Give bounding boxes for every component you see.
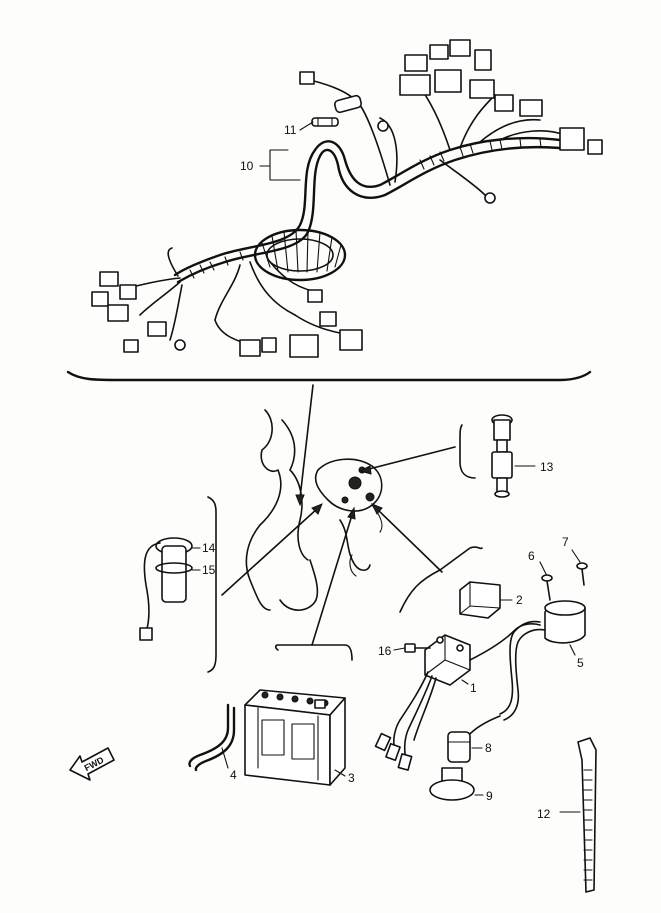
harness-connectors xyxy=(91,39,603,358)
callout-3: 3 xyxy=(348,771,355,785)
bolt-part-16 xyxy=(393,643,431,653)
callout-labels: 1 2 3 4 5 6 7 8 9 10 11 12 13 14 15 16 xyxy=(202,123,584,821)
callout-13: 13 xyxy=(540,460,554,474)
callout-14: 14 xyxy=(202,541,216,555)
callout-6: 6 xyxy=(528,549,535,563)
plug-cap-part-8 xyxy=(447,715,501,763)
callout-8: 8 xyxy=(485,741,492,755)
callout-4: 4 xyxy=(230,768,237,782)
battery-part-3 xyxy=(244,689,346,786)
relay-part-2 xyxy=(459,581,513,619)
callout-9: 9 xyxy=(486,789,493,803)
fuse-leader-line xyxy=(299,121,314,131)
callout-7: 7 xyxy=(562,535,569,549)
assembly-pointer-lines xyxy=(221,384,456,646)
callout-11: 11 xyxy=(284,123,297,137)
solenoid-part-5 xyxy=(499,600,586,721)
sensor-part-14-15 xyxy=(139,537,201,641)
callout-12: 12 xyxy=(537,807,551,821)
battery-cells xyxy=(261,691,329,709)
relay-part-13 xyxy=(491,414,536,498)
ignition-coil-part-1 xyxy=(374,623,541,771)
forward-direction-arrow: FWD xyxy=(69,747,115,781)
callout-15: 15 xyxy=(202,563,216,577)
harness-callout-bracket xyxy=(269,149,301,181)
breather-hose-part-4 xyxy=(188,703,236,772)
wire-harness xyxy=(119,79,566,346)
callout-16: 16 xyxy=(378,644,392,658)
section-divider xyxy=(66,370,592,382)
cable-tie-part-12 xyxy=(559,737,597,893)
callout-2: 2 xyxy=(516,593,523,607)
callout-5: 5 xyxy=(577,656,584,670)
screw-part-7 xyxy=(571,549,588,586)
callout-1: 1 xyxy=(470,681,477,695)
callout-10: 10 xyxy=(240,159,254,173)
callout-brackets xyxy=(207,424,483,673)
mount-part-9 xyxy=(429,767,484,801)
fuse xyxy=(311,94,363,127)
screw-part-6 xyxy=(539,561,553,601)
